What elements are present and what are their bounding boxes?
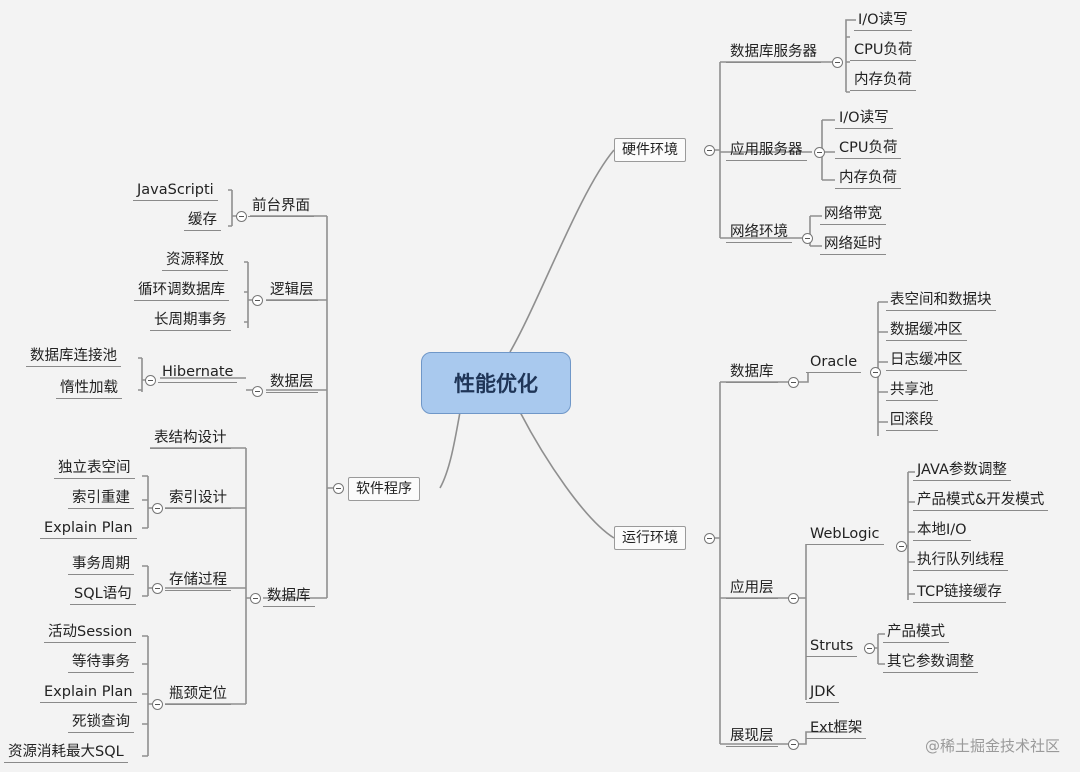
collapse-icon[interactable] bbox=[788, 739, 799, 750]
collapse-icon[interactable] bbox=[252, 295, 263, 306]
node-software[interactable]: 软件程序 bbox=[348, 477, 420, 501]
node-weblogic[interactable]: WebLogic bbox=[806, 524, 884, 545]
node-table-design[interactable]: 表结构设计 bbox=[150, 428, 231, 449]
leaf-native-io[interactable]: 本地I/O bbox=[913, 520, 971, 541]
collapse-icon[interactable] bbox=[236, 211, 247, 222]
collapse-icon[interactable] bbox=[252, 386, 263, 397]
leaf-data-buffer[interactable]: 数据缓冲区 bbox=[886, 320, 967, 341]
collapse-icon[interactable] bbox=[704, 533, 715, 544]
collapse-icon[interactable] bbox=[832, 57, 843, 68]
node-jdk[interactable]: JDK bbox=[806, 682, 839, 703]
node-app-server[interactable]: 应用服务器 bbox=[726, 140, 807, 161]
node-oracle[interactable]: Oracle bbox=[806, 352, 862, 373]
leaf-long-tx[interactable]: 长周期事务 bbox=[150, 310, 231, 331]
collapse-icon[interactable] bbox=[152, 503, 163, 514]
collapse-icon[interactable] bbox=[333, 483, 344, 494]
watermark-text: @稀土掘金技术社区 bbox=[924, 737, 1060, 755]
leaf-bandwidth[interactable]: 网络带宽 bbox=[820, 204, 886, 225]
leaf-shared-pool[interactable]: 共享池 bbox=[886, 380, 938, 401]
leaf-sql-stmt[interactable]: SQL语句 bbox=[70, 584, 136, 605]
leaf-tx-cycle[interactable]: 事务周期 bbox=[68, 554, 134, 575]
node-stored-proc[interactable]: 存储过程 bbox=[165, 570, 231, 591]
node-network[interactable]: 网络环境 bbox=[726, 222, 792, 243]
leaf-wait-tx[interactable]: 等待事务 bbox=[68, 652, 134, 673]
leaf-loop-db[interactable]: 循环调数据库 bbox=[134, 280, 229, 301]
leaf-app-mem[interactable]: 内存负荷 bbox=[835, 168, 901, 189]
leaf-app-cpu[interactable]: CPU负荷 bbox=[835, 138, 902, 159]
node-index-design[interactable]: 索引设计 bbox=[165, 488, 231, 509]
leaf-lazy-load[interactable]: 惰性加载 bbox=[56, 378, 122, 399]
leaf-active-session[interactable]: 活动Session bbox=[44, 622, 137, 643]
collapse-icon[interactable] bbox=[802, 233, 813, 244]
leaf-log-buffer[interactable]: 日志缓冲区 bbox=[886, 350, 967, 371]
collapse-icon[interactable] bbox=[896, 541, 907, 552]
node-presentation[interactable]: 展现层 bbox=[726, 726, 778, 747]
leaf-exec-queue[interactable]: 执行队列线程 bbox=[913, 550, 1008, 571]
collapse-icon[interactable] bbox=[788, 593, 799, 604]
collapse-icon[interactable] bbox=[704, 145, 715, 156]
leaf-db-io[interactable]: I/O读写 bbox=[854, 10, 912, 31]
leaf-rebuild-index[interactable]: 索引重建 bbox=[68, 488, 134, 509]
collapse-icon[interactable] bbox=[152, 699, 163, 710]
node-hibernate[interactable]: Hibernate bbox=[158, 362, 238, 383]
leaf-explain-2[interactable]: Explain Plan bbox=[40, 682, 137, 703]
node-sw-db[interactable]: 数据库 bbox=[263, 586, 315, 607]
leaf-prod-dev-mode[interactable]: 产品模式&开发模式 bbox=[913, 490, 1049, 511]
leaf-app-io[interactable]: I/O读写 bbox=[835, 108, 893, 129]
root-node[interactable]: 性能优化 bbox=[421, 352, 571, 414]
leaf-conn-pool[interactable]: 数据库连接池 bbox=[26, 346, 121, 367]
node-frontend[interactable]: 前台界面 bbox=[248, 196, 314, 217]
leaf-release[interactable]: 资源释放 bbox=[162, 250, 228, 271]
collapse-icon[interactable] bbox=[145, 375, 156, 386]
leaf-struts-prod[interactable]: 产品模式 bbox=[883, 622, 949, 643]
leaf-top-sql[interactable]: 资源消耗最大SQL bbox=[4, 742, 128, 763]
collapse-icon[interactable] bbox=[864, 643, 875, 654]
node-data-layer[interactable]: 数据层 bbox=[266, 372, 318, 393]
leaf-tablespace-sep[interactable]: 独立表空间 bbox=[54, 458, 135, 479]
node-runtime-db[interactable]: 数据库 bbox=[726, 362, 778, 383]
leaf-db-cpu[interactable]: CPU负荷 bbox=[850, 40, 917, 61]
leaf-db-mem[interactable]: 内存负荷 bbox=[850, 70, 916, 91]
leaf-deadlock[interactable]: 死锁查询 bbox=[68, 712, 134, 733]
collapse-icon[interactable] bbox=[788, 377, 799, 388]
collapse-icon[interactable] bbox=[152, 583, 163, 594]
leaf-cache[interactable]: 缓存 bbox=[184, 210, 221, 231]
collapse-icon[interactable] bbox=[814, 147, 825, 158]
leaf-ext[interactable]: Ext框架 bbox=[806, 718, 867, 739]
leaf-javascript[interactable]: JavaScripti bbox=[133, 180, 218, 201]
leaf-latency[interactable]: 网络延时 bbox=[820, 234, 886, 255]
leaf-java-params[interactable]: JAVA参数调整 bbox=[913, 460, 1011, 481]
leaf-struts-params[interactable]: 其它参数调整 bbox=[883, 652, 978, 673]
node-bottleneck[interactable]: 瓶颈定位 bbox=[165, 684, 231, 705]
node-db-server[interactable]: 数据库服务器 bbox=[726, 42, 821, 63]
leaf-tablespace[interactable]: 表空间和数据块 bbox=[886, 290, 996, 311]
collapse-icon[interactable] bbox=[250, 593, 261, 604]
leaf-tcp-cache[interactable]: TCP链接缓存 bbox=[913, 582, 1006, 603]
node-hardware[interactable]: 硬件环境 bbox=[614, 138, 686, 162]
leaf-explain-1[interactable]: Explain Plan bbox=[40, 518, 137, 539]
node-struts[interactable]: Struts bbox=[806, 636, 858, 657]
collapse-icon[interactable] bbox=[870, 367, 881, 378]
node-runtime[interactable]: 运行环境 bbox=[614, 526, 686, 550]
leaf-rollback[interactable]: 回滚段 bbox=[886, 410, 938, 431]
node-app-layer[interactable]: 应用层 bbox=[726, 578, 778, 599]
node-logic[interactable]: 逻辑层 bbox=[266, 280, 318, 301]
